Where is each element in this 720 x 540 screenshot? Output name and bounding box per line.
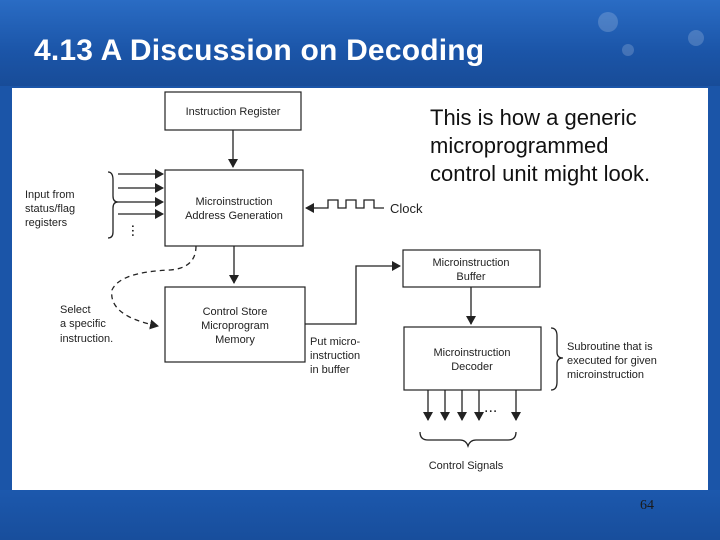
put-label-2: instruction (310, 350, 360, 362)
instruction-register-box (164, 91, 302, 131)
buffer-label-1: Microinstruction (432, 257, 509, 269)
title-banner (0, 0, 720, 86)
select-dashed-arrow (111, 245, 197, 330)
store-to-buffer-arrow (305, 261, 401, 325)
subroutine-label-3: microinstruction (567, 369, 644, 381)
control-store-label-3: Memory (215, 334, 255, 346)
page-number: 64 (640, 498, 654, 513)
decorative-bubble (622, 44, 634, 56)
address-generation-box (164, 169, 304, 247)
control-store-box (164, 286, 306, 363)
footer-band (0, 490, 720, 540)
select-label-2: a specific (60, 318, 106, 330)
buffer-box (402, 249, 541, 288)
address-generation-label-1: Microinstruction (195, 196, 272, 208)
subroutine-brace (550, 327, 564, 391)
input-label-3: registers (25, 217, 68, 229)
caption-line: control unit might look. (430, 161, 651, 186)
select-label-3: instruction. (60, 333, 113, 345)
control-store-label-1: Control Store (203, 306, 268, 318)
buffer-label-2: Buffer (456, 271, 485, 283)
slide-title: 4.13 A Discussion on Decoding (34, 34, 485, 67)
clock-waveform (318, 199, 384, 209)
decorative-bubble (598, 12, 618, 32)
caption-line: microprogrammed (430, 133, 609, 158)
subroutine-label-2: executed for given (567, 355, 657, 367)
decoder-label-2: Decoder (451, 361, 493, 373)
address-generation-label-2: Address Generation (185, 210, 283, 222)
input-brace (107, 171, 119, 239)
put-label-1: Put micro- (310, 336, 360, 348)
decorative-bubble (688, 30, 704, 46)
control-signals-label: Control Signals (429, 460, 504, 472)
decoder-label-1: Microinstruction (433, 347, 510, 359)
instruction-register-label: Instruction Register (186, 106, 281, 118)
subroutine-label-1: Subroutine that is (567, 341, 653, 353)
select-label-1: Select (60, 304, 91, 316)
input-ellipsis: ... (128, 224, 145, 237)
control-signals-brace (419, 431, 517, 449)
put-label-3: in buffer (310, 364, 350, 376)
slide-content-area (12, 88, 708, 490)
slide-caption: This is how a generic microprogrammed co… (430, 104, 700, 188)
signal-ellipsis: ... (484, 399, 497, 416)
decoder-box (403, 326, 542, 391)
clock-label: Clock (390, 201, 423, 216)
caption-line: This is how a generic (430, 105, 637, 130)
input-label-2: status/flag (25, 203, 75, 215)
control-store-label-2: Microprogram (201, 320, 269, 332)
input-label-1: Input from (25, 189, 75, 201)
